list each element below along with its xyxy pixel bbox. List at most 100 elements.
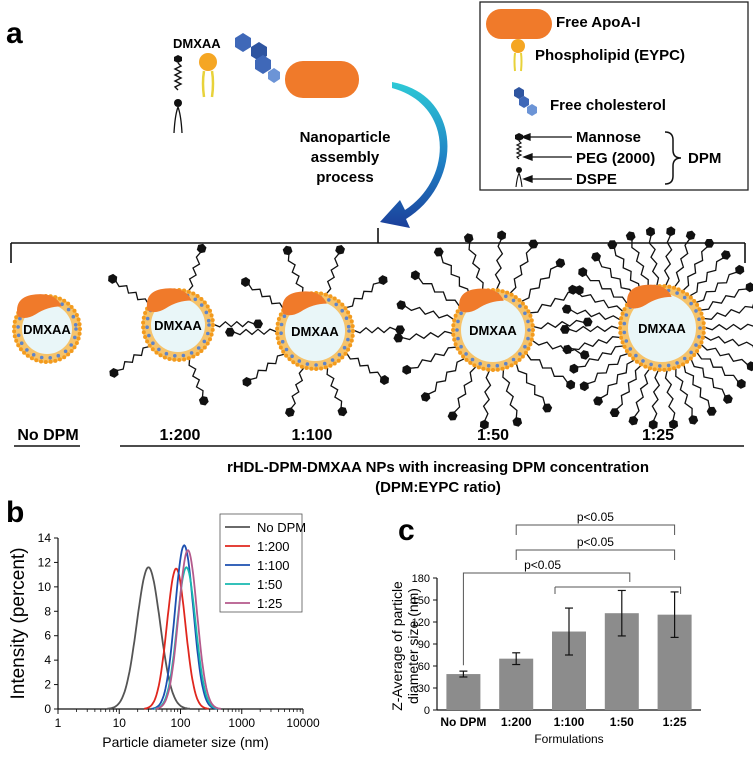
lipid-head <box>332 296 337 301</box>
particle-core <box>151 298 205 352</box>
lipid-head <box>150 347 155 352</box>
nanoparticle-3: DMXAA <box>393 230 593 430</box>
cholesterol-dot <box>337 352 342 357</box>
lipid-head <box>287 357 292 362</box>
mannose-head <box>706 406 717 416</box>
lipid-head <box>685 292 690 297</box>
lipid-head <box>141 315 146 320</box>
cholesterol-dot <box>697 335 701 339</box>
dpm-chain <box>675 368 693 417</box>
cholesterol-dot <box>147 333 151 338</box>
ratio-label-1-50: 1:50 <box>477 427 509 444</box>
cholesterol-dot <box>504 294 508 299</box>
assembly-text-line3: process <box>316 169 374 186</box>
mannose-head <box>512 417 523 427</box>
dpm-chain <box>631 239 649 288</box>
lipid-head <box>57 296 62 301</box>
cholesterol-dot <box>624 313 629 317</box>
lipid-head <box>319 291 324 296</box>
lipid-head <box>154 350 159 355</box>
mannose-head <box>628 415 639 426</box>
bar-1 <box>499 658 534 710</box>
lipid-head <box>182 357 187 362</box>
cholesterol-dot <box>634 353 638 358</box>
lipid-head <box>464 357 469 362</box>
lipid-head <box>309 366 314 371</box>
lipid-head <box>528 342 533 347</box>
panel-b-label: b <box>6 496 24 529</box>
dpm-chain <box>587 353 628 385</box>
y-axis-label: Intensity (percent) <box>8 547 29 699</box>
cholesterol-dot <box>666 363 671 368</box>
apoa-protein <box>459 288 504 313</box>
apoa-protein <box>146 288 192 313</box>
lipid-head <box>681 362 685 367</box>
lipid-head <box>453 313 458 318</box>
cholesterol-dot <box>622 321 627 326</box>
lipid-head <box>495 288 500 293</box>
cholesterol-dot <box>290 354 294 359</box>
lipid-head <box>25 353 30 358</box>
significance-label: p<0.05 <box>577 510 614 524</box>
series-line-3 <box>153 566 219 710</box>
lipid-head <box>627 353 632 357</box>
lipid-head <box>158 353 163 358</box>
mannose-head <box>579 350 590 360</box>
lipid-head <box>523 350 528 355</box>
category-label: 1:100 <box>554 715 585 729</box>
cholesterol-dot <box>60 302 64 307</box>
dpm-chain <box>521 265 558 302</box>
legend-entry: 1:50 <box>257 577 282 592</box>
mannose-head <box>285 407 295 417</box>
lipid-head <box>275 326 280 331</box>
dpm-chain <box>346 281 380 309</box>
dpm-chain <box>117 345 150 372</box>
lipid-head <box>147 343 152 348</box>
lipid-head <box>523 305 528 310</box>
legend-box: Free ApoA-I Phospholipid (EYPC) Free cho… <box>479 1 749 191</box>
cholesterol-dot <box>342 345 347 350</box>
dpm-chain <box>428 358 465 395</box>
dpm-chain <box>585 274 628 304</box>
cholesterol-dot <box>344 316 349 321</box>
significance-label: p<0.05 <box>577 535 614 549</box>
cholesterol-dot <box>74 327 78 331</box>
lipid-head <box>526 309 531 314</box>
lipid-head <box>349 319 354 324</box>
lipid-head <box>332 361 337 366</box>
cholesterol-dot <box>698 326 702 330</box>
lipid-head <box>505 365 510 370</box>
cholesterol-dot <box>511 298 516 303</box>
cholesterol-dot <box>518 352 522 356</box>
dpm-chain <box>703 305 753 320</box>
lipid-head <box>141 325 146 330</box>
mannose-head <box>625 231 636 241</box>
lipid-head <box>278 312 283 317</box>
apoa-protein-top <box>285 61 359 98</box>
lipid-head <box>453 342 458 347</box>
lipid-head <box>618 326 622 330</box>
lipid-head <box>323 365 328 370</box>
lipid-head <box>643 364 648 369</box>
lipid-head <box>191 354 196 359</box>
cholesterol-dot <box>16 333 21 338</box>
lipid-head <box>346 310 351 315</box>
phospholipid-molecule-top <box>199 53 217 98</box>
lipid-head <box>451 328 455 332</box>
mannose-head <box>668 419 679 430</box>
lipid-head <box>620 311 625 316</box>
cholesterol-dot <box>682 295 687 300</box>
lipid-head <box>697 307 702 312</box>
cholesterol-dot <box>63 349 68 354</box>
mannose-head <box>241 277 251 287</box>
mannose-head <box>395 325 405 335</box>
apoa-protein <box>627 284 672 309</box>
lipid-head <box>509 363 514 368</box>
cholesterol-dot <box>456 336 460 341</box>
lipid-head <box>618 321 623 326</box>
dpm-chain <box>418 277 461 307</box>
dpm-chain <box>651 370 661 421</box>
lipid-head <box>348 314 353 319</box>
cholesterol-dot <box>495 363 500 368</box>
lipid-head <box>505 290 510 295</box>
